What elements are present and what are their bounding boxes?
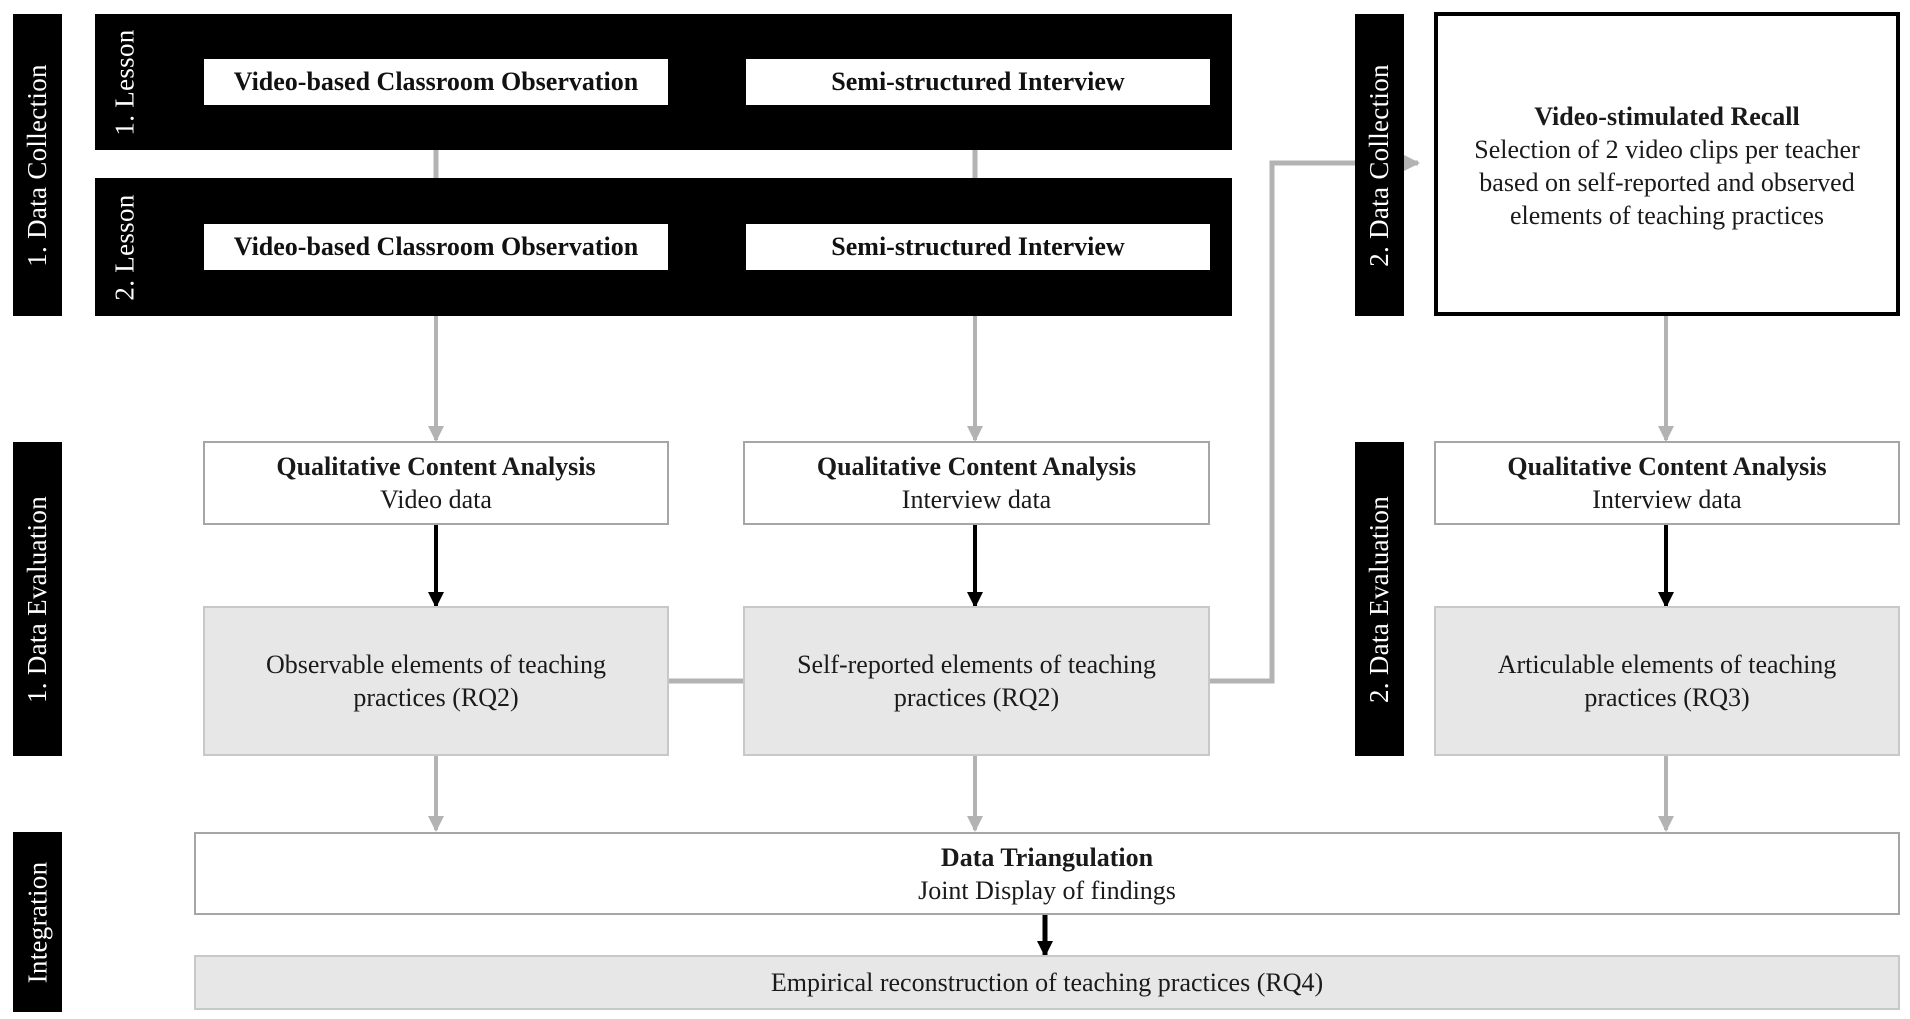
video-content-analysis-box: Qualitative Content Analysis Video data (203, 441, 669, 525)
result-text: Self-reported elements of teaching pract… (797, 650, 1156, 712)
observable-elements-box: Observable elements of teaching practice… (203, 606, 669, 756)
empirical-reconstruction-box: Empirical reconstruction of teaching pra… (194, 955, 1900, 1010)
triangulation-title: Data Triangulation (940, 842, 1154, 872)
recall-text: Selection of 2 video clips per teacher b… (1474, 135, 1860, 230)
analysis-title: Qualitative Content Analysis (1507, 452, 1827, 481)
analysis-subtitle: Video data (380, 485, 492, 514)
side-label-data-evaluation-2: 2. Data Evaluation (1355, 442, 1404, 756)
side-label-integration: Integration (13, 832, 62, 1012)
result-text: Observable elements of teaching practice… (265, 650, 607, 712)
side-label-data-collection-2: 2. Data Collection (1355, 14, 1404, 316)
lesson-1-label: 1. Lesson (109, 28, 140, 136)
result-text: Articulable elements of teaching practic… (1497, 650, 1837, 712)
recall-title: Video-stimulated Recall (1534, 102, 1800, 131)
analysis-subtitle: Interview data (1592, 485, 1742, 514)
reconstruction-text: Empirical reconstruction of teaching pra… (770, 968, 1324, 997)
articulable-elements-box: Articulable elements of teaching practic… (1434, 606, 1900, 756)
analysis-subtitle: Interview data (901, 485, 1052, 514)
interview-content-analysis-box: Qualitative Content Analysis Interview d… (743, 441, 1210, 525)
video-stimulated-recall-box: Video-stimulated Recall Selection of 2 v… (1434, 12, 1900, 316)
lesson-1-interview-box: Semi-structured Interview (746, 59, 1210, 105)
analysis-title: Qualitative Content Analysis (816, 452, 1137, 481)
arrow-results-to-recall (1210, 155, 1420, 684)
data-triangulation-box: Data Triangulation Joint Display of find… (194, 832, 1900, 915)
analysis-title: Qualitative Content Analysis (276, 452, 596, 481)
recall-content-analysis-box: Qualitative Content Analysis Interview d… (1434, 441, 1900, 525)
self-reported-elements-box: Self-reported elements of teaching pract… (743, 606, 1210, 756)
lesson-2-label: 2. Lesson (109, 193, 140, 301)
side-label-data-collection-1: 1. Data Collection (13, 14, 62, 316)
lesson-2-interview-box: Semi-structured Interview (746, 224, 1210, 270)
side-label-data-evaluation-1: 1. Data Evaluation (13, 442, 62, 756)
lesson-1-observation-box: Video-based Classroom Observation (204, 59, 668, 105)
triangulation-subtitle: Joint Display of findings (918, 875, 1176, 905)
lesson-2-observation-box: Video-based Classroom Observation (204, 224, 668, 270)
